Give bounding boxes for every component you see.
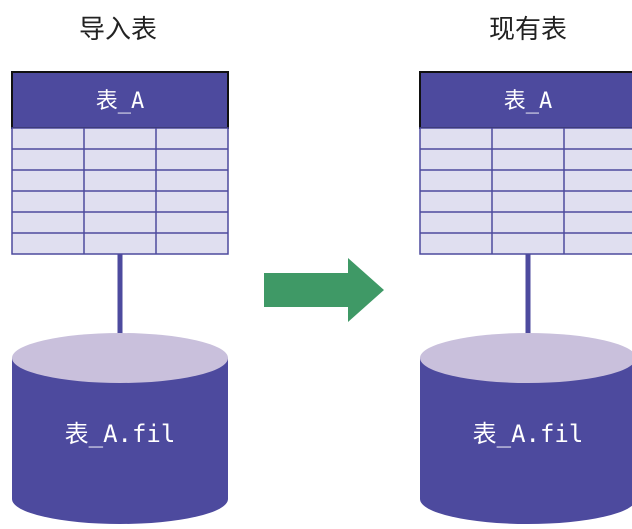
existing-table-box: 表_A [419, 71, 632, 255]
import-table-caption: 导入表 [79, 15, 157, 45]
import-table-name: 表_A [96, 89, 145, 114]
import-table-header [11, 71, 229, 129]
import-cylinder-top [12, 333, 228, 383]
existing-file-cylinder: 表_A.fil [420, 333, 632, 524]
existing-table-group: 现有表 表_A 表_A.fil [419, 15, 632, 524]
transfer-arrow [264, 258, 384, 322]
import-cylinder-body [12, 358, 228, 524]
existing-table-header [419, 71, 632, 129]
import-table-grid-lines [12, 128, 228, 254]
import-table-box: 表_A [11, 71, 229, 255]
existing-cylinder-top [420, 333, 632, 383]
import-table-group: 导入表 表_A 表_A.fil [11, 15, 229, 524]
existing-file-name: 表_A.fil [473, 420, 584, 448]
existing-table-name: 表_A [504, 89, 553, 114]
existing-cylinder-body [420, 358, 632, 524]
import-file-name: 表_A.fil [65, 420, 176, 448]
import-file-cylinder: 表_A.fil [12, 333, 228, 524]
existing-table-grid-lines [420, 128, 632, 254]
existing-table-caption: 现有表 [489, 15, 567, 45]
